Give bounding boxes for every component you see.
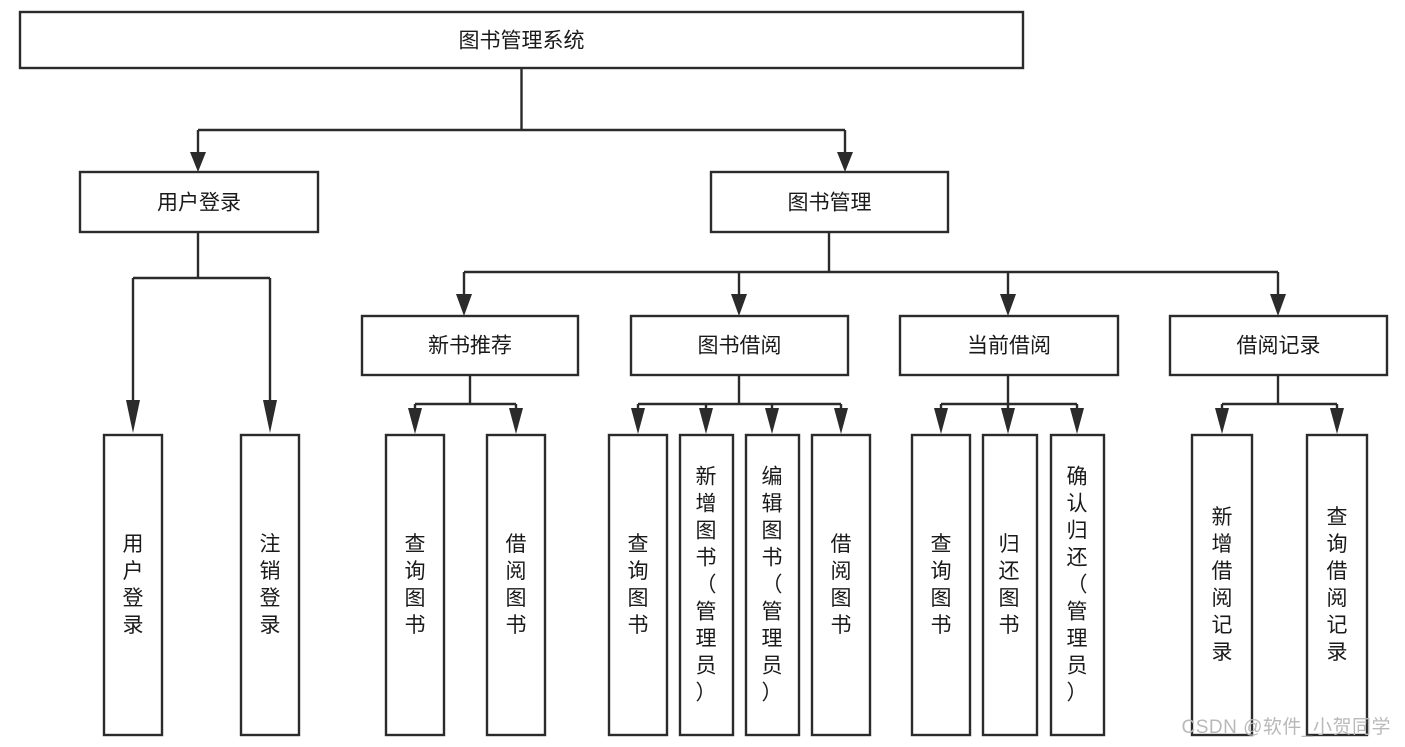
node-leaf-user-logout-box[interactable]	[239, 433, 301, 737]
arrow-leaf-user-login	[126, 400, 140, 433]
arrow-query-book-1	[408, 408, 422, 434]
arrow-current-borrow	[1000, 294, 1016, 316]
node-leaf-query-borrow-record-label: 查询借阅记录	[1327, 506, 1348, 664]
arrow-return-book	[1001, 408, 1015, 434]
node-current-borrow-box[interactable]	[898, 314, 1120, 377]
node-leaf-add-borrow-record-label: 新增借阅记录	[1212, 506, 1233, 664]
arrow-borrow-record	[1270, 294, 1286, 316]
node-leaf-borrow-book-1-box[interactable]	[485, 433, 547, 737]
node-leaf-query-book-2[interactable]: 查询图书	[607, 433, 669, 737]
node-new-book-rec-label: 新书推荐	[428, 335, 512, 358]
node-leaf-query-borrow-record[interactable]: 查询借阅记录	[1305, 433, 1369, 737]
node-leaf-query-book-1-label: 查询图书	[405, 533, 426, 637]
node-current-borrow[interactable]: 当前借阅	[898, 314, 1120, 377]
node-leaf-user-logout[interactable]: 注销登录	[239, 433, 301, 737]
node-leaf-add-book-admin[interactable]: 新增图书（管理员）	[678, 433, 735, 737]
node-leaf-query-book-3[interactable]: 查询图书	[910, 433, 972, 737]
node-book-borrow[interactable]: 图书借阅	[629, 314, 850, 377]
node-leaf-user-logout-label: 注销登录	[260, 533, 281, 637]
arrow-book-borrow	[731, 294, 747, 316]
node-new-book-rec-box[interactable]	[360, 314, 580, 377]
node-book-mgmt-box[interactable]	[709, 170, 950, 234]
node-leaf-user-login[interactable]: 用户登录	[102, 433, 164, 737]
node-root-label: 图书管理系统	[459, 30, 585, 53]
node-leaf-query-book-1[interactable]: 查询图书	[384, 433, 446, 737]
node-leaf-return-book-box[interactable]	[981, 433, 1039, 737]
node-leaf-user-login-label: 用户登录	[123, 533, 144, 637]
node-leaf-edit-book-admin-box[interactable]	[744, 433, 801, 737]
node-leaf-add-borrow-record[interactable]: 新增借阅记录	[1190, 433, 1254, 737]
node-leaf-return-book-label: 归还图书	[999, 533, 1020, 637]
node-leaf-add-book-admin-label: 新增图书（管理员）	[696, 466, 717, 705]
node-leaf-add-borrow-record-box[interactable]	[1190, 433, 1254, 737]
node-leaf-borrow-book-1[interactable]: 借阅图书	[485, 433, 547, 737]
node-root-box[interactable]	[18, 10, 1025, 70]
arrow-edit-book-admin	[765, 408, 779, 434]
node-leaf-query-book-2-box[interactable]	[607, 433, 669, 737]
node-leaf-query-book-2-label: 查询图书	[628, 533, 649, 637]
node-borrow-record-label: 借阅记录	[1237, 335, 1321, 358]
node-leaf-user-login-box[interactable]	[102, 433, 164, 737]
arrow-borrow-book-2	[834, 408, 848, 434]
node-leaf-borrow-book-2-label: 借阅图书	[831, 533, 852, 637]
csdn-watermark: CSDN @软件_小贺同学	[1181, 717, 1391, 738]
node-leaf-add-book-admin-box[interactable]	[678, 433, 735, 737]
node-leaf-query-book-3-box[interactable]	[910, 433, 972, 737]
node-book-mgmt-label: 图书管理	[788, 192, 872, 215]
arrow-add-book-admin	[699, 408, 713, 434]
node-current-borrow-label: 当前借阅	[967, 335, 1051, 358]
node-book-borrow-label: 图书借阅	[698, 335, 782, 358]
node-user-login-box[interactable]	[78, 170, 320, 234]
node-new-book-rec[interactable]: 新书推荐	[360, 314, 580, 377]
node-leaf-query-book-3-label: 查询图书	[931, 533, 952, 637]
arrow-borrow-book-1	[509, 408, 523, 434]
node-book-mgmt[interactable]: 图书管理	[709, 170, 950, 234]
node-leaf-query-borrow-record-box[interactable]	[1305, 433, 1369, 737]
arrow-confirm-return-admin	[1070, 408, 1084, 434]
node-borrow-record-box[interactable]	[1168, 314, 1389, 377]
node-leaf-query-book-1-box[interactable]	[384, 433, 446, 737]
arrow-new-book-rec	[456, 294, 472, 316]
node-leaf-return-book[interactable]: 归还图书	[981, 433, 1039, 737]
node-leaf-edit-book-admin[interactable]: 编辑图书（管理员）	[744, 433, 801, 737]
node-user-login-label: 用户登录	[157, 192, 241, 215]
node-borrow-record[interactable]: 借阅记录	[1168, 314, 1389, 377]
connector-layer	[126, 68, 1344, 434]
arrow-query-book-2	[631, 408, 645, 434]
node-leaf-borrow-book-2[interactable]: 借阅图书	[810, 433, 872, 737]
node-book-borrow-box[interactable]	[629, 314, 850, 377]
node-leaf-confirm-return-admin-label: 确认归还（管理员）	[1067, 466, 1088, 705]
arrow-query-borrow-record	[1330, 408, 1344, 434]
arrow-book-mgmt	[837, 152, 853, 172]
node-leaf-edit-book-admin-label: 编辑图书（管理员）	[762, 466, 783, 705]
node-root[interactable]: 图书管理系统	[18, 10, 1025, 70]
node-user-login[interactable]: 用户登录	[78, 170, 320, 234]
arrow-user-login	[190, 152, 206, 172]
arrow-query-book-3	[934, 408, 948, 434]
arrow-leaf-user-logout	[263, 400, 277, 433]
node-leaf-borrow-book-2-box[interactable]	[810, 433, 872, 737]
arrow-add-borrow-record	[1215, 408, 1229, 434]
node-leaf-confirm-return-admin[interactable]: 确认归还（管理员）	[1049, 433, 1106, 737]
node-leaf-borrow-book-1-label: 借阅图书	[506, 533, 527, 637]
node-leaf-confirm-return-admin-box[interactable]	[1049, 433, 1106, 737]
